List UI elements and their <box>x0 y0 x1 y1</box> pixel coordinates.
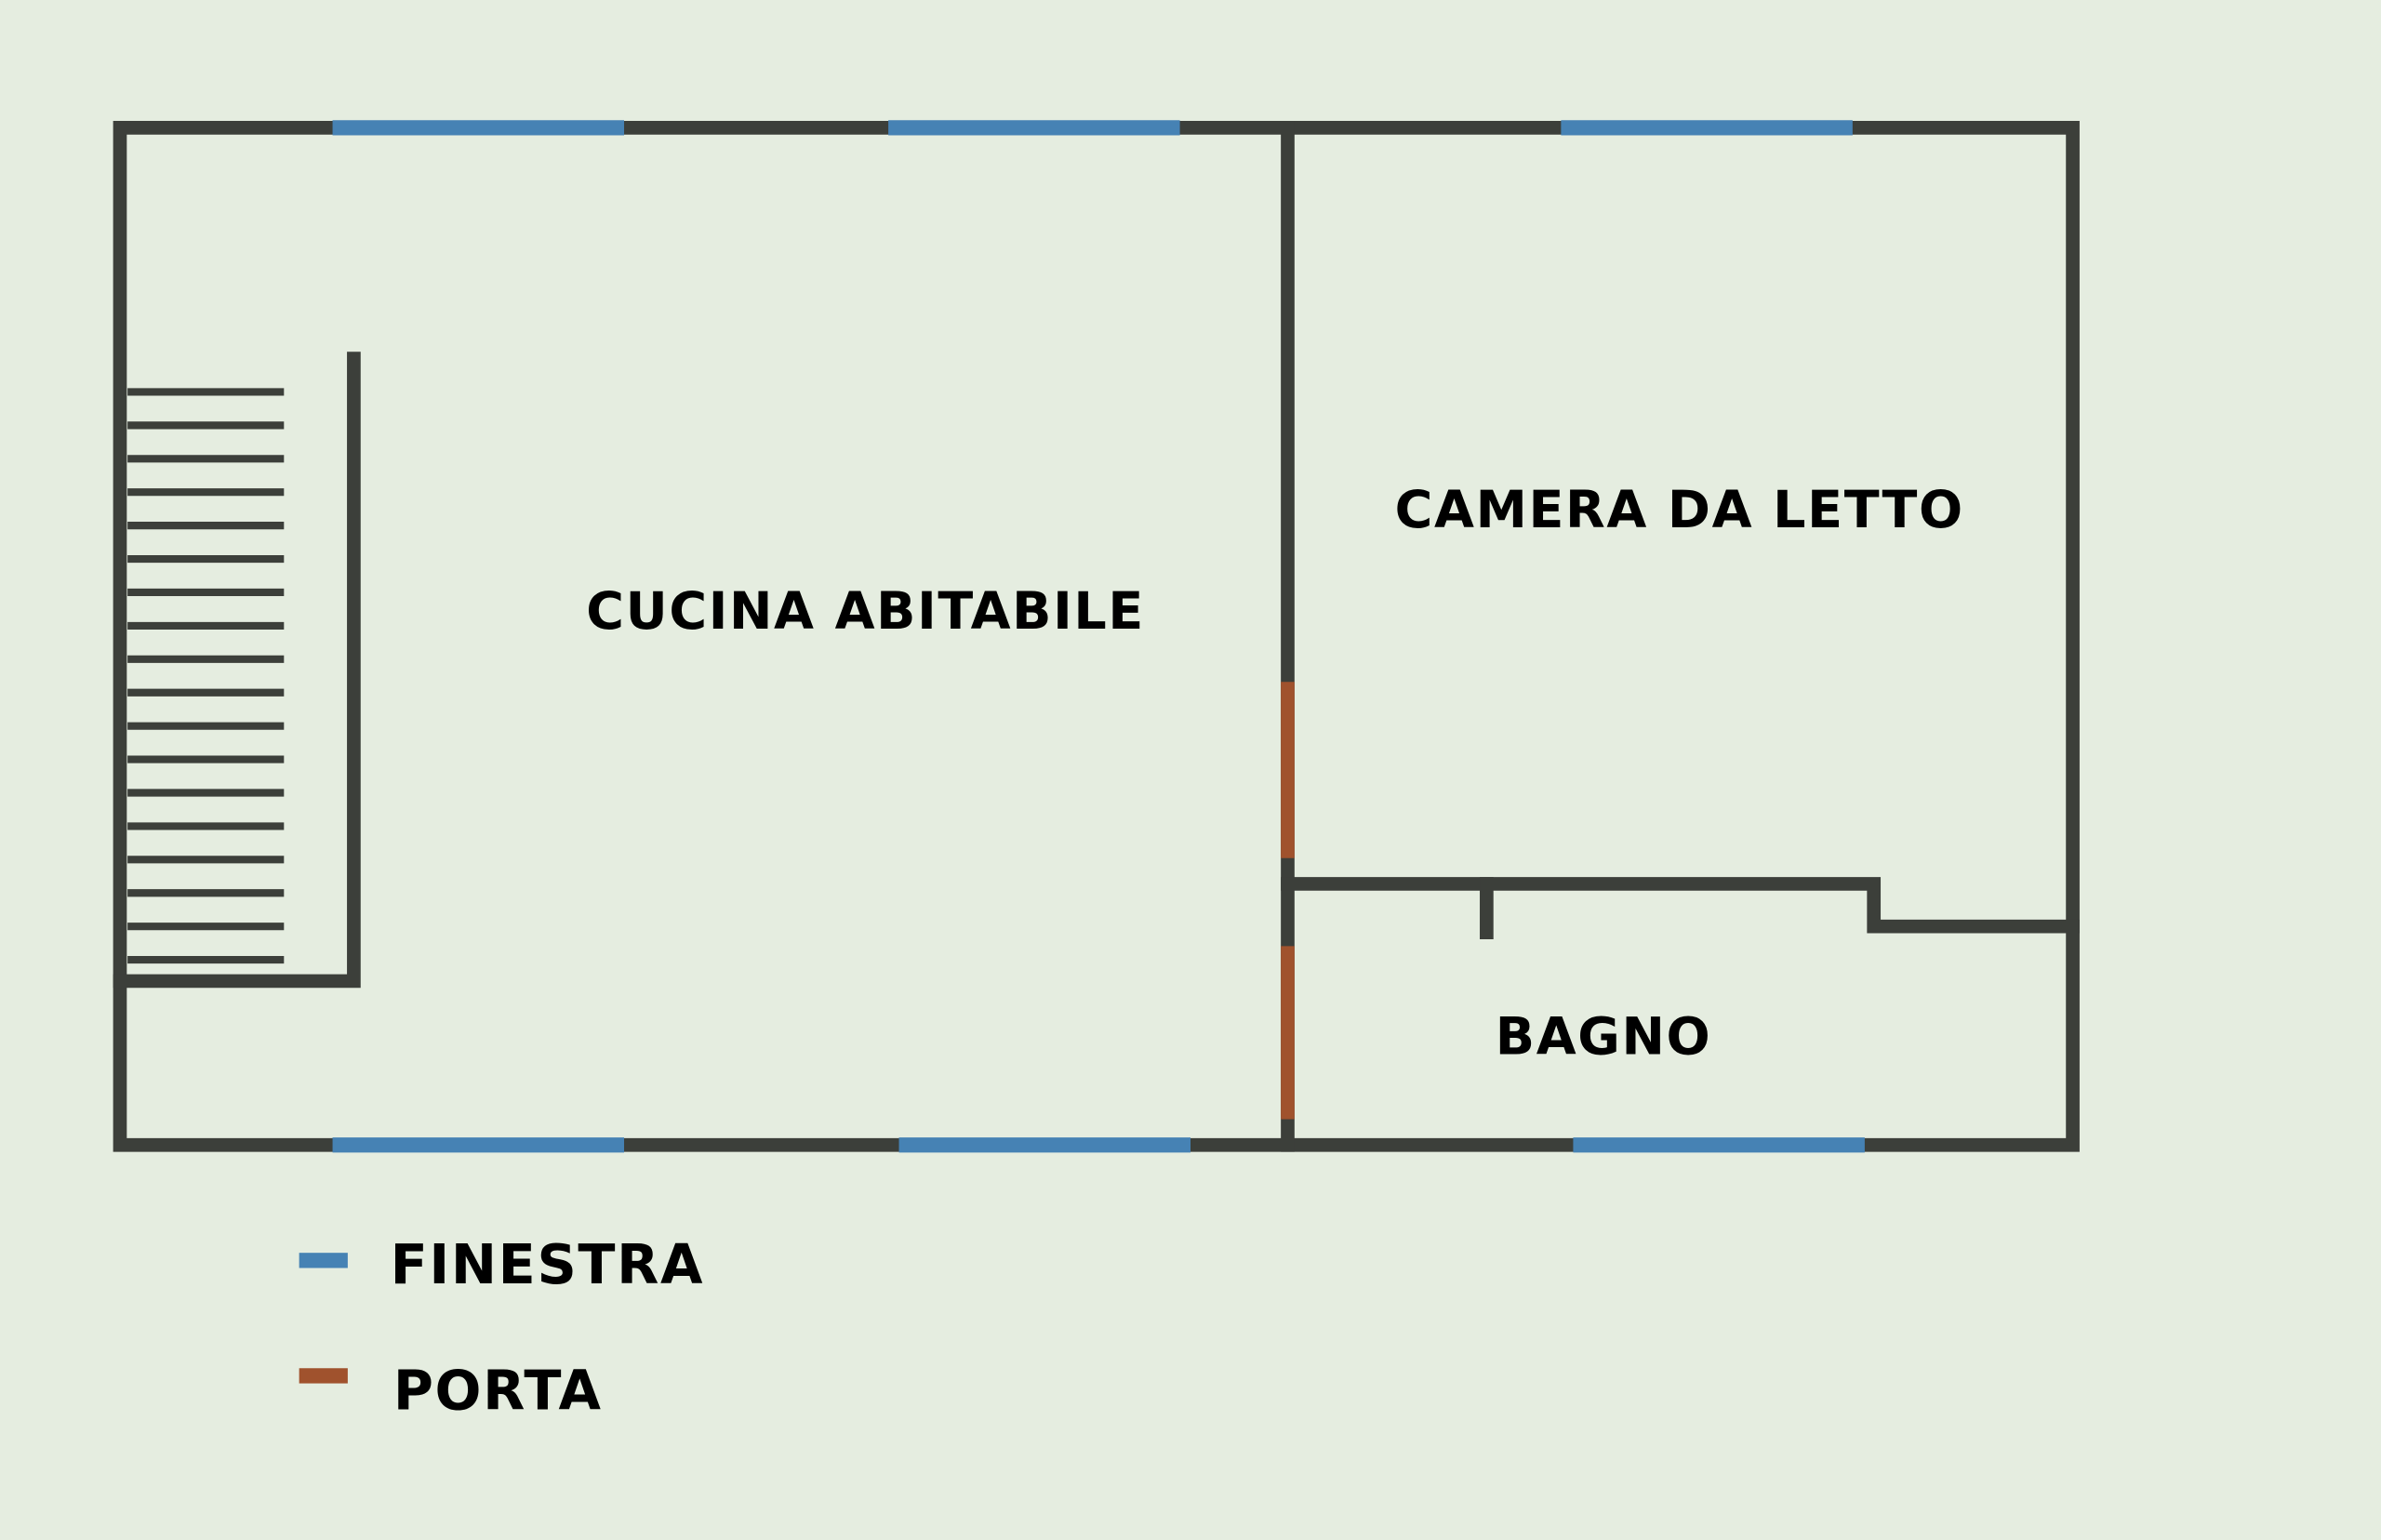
room-label-bathroom: BAGNO <box>1496 1006 1712 1067</box>
bathroom-wall <box>1281 877 2080 934</box>
legend-window-label: FINESTRA <box>391 1232 705 1296</box>
legend-window-swatch <box>299 1253 348 1268</box>
stair-treads <box>127 388 285 964</box>
legend: FINESTRA PORTA <box>299 1232 705 1422</box>
stair-wall <box>113 352 361 989</box>
legend-door-label: PORTA <box>393 1358 603 1422</box>
outer-wall <box>113 121 2080 1152</box>
room-label-kitchen: CUCINA ABITABILE <box>586 581 1145 642</box>
legend-door-swatch <box>299 1368 348 1384</box>
windows <box>332 120 1865 1153</box>
room-label-bedroom: CAMERA DA LETTO <box>1395 480 1964 540</box>
